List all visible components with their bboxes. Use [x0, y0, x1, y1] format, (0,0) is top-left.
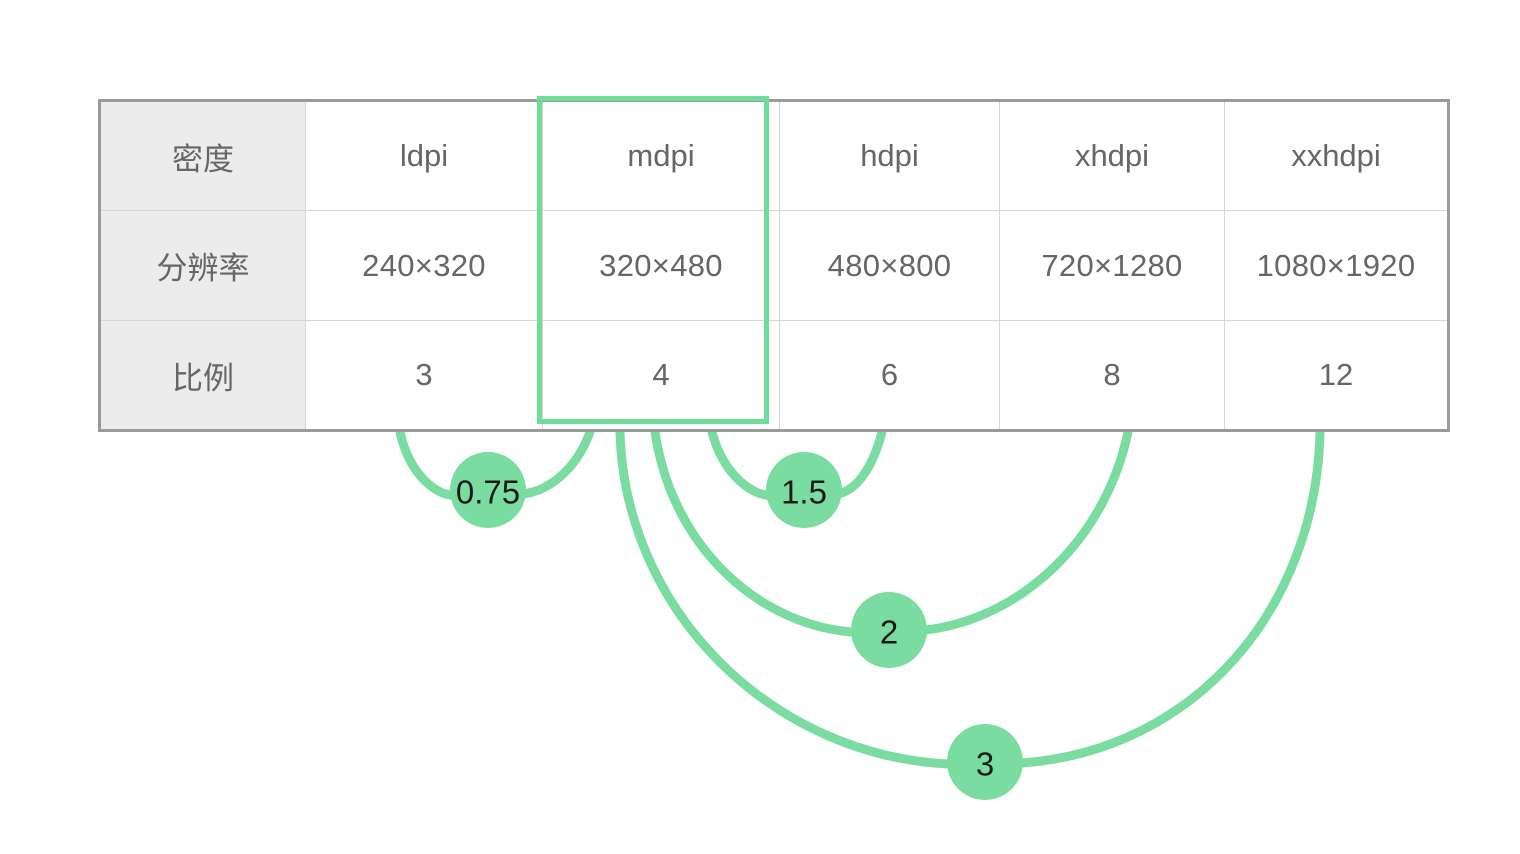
cell-ratio-ldpi: 3 [305, 320, 543, 431]
cell-density-xhdpi: xhdpi [999, 100, 1225, 211]
cell-resolution-xxhdpi: 1080×1920 [1224, 210, 1449, 321]
arc-bubble-2: 2 [851, 592, 927, 668]
arc-bubble-label-2: 2 [880, 614, 898, 651]
row-label-density: 密度 [99, 100, 306, 211]
cell-resolution-ldpi: 240×320 [305, 210, 543, 321]
cell-density-ldpi: ldpi [305, 100, 543, 211]
cell-resolution-mdpi: 320×480 [542, 210, 780, 321]
arc-bubble-label-0-75: 0.75 [456, 474, 520, 511]
table-row-density: 密度 ldpi mdpi hdpi xhdpi xxhdpi [99, 100, 1449, 211]
arc-path-3-left [615, 427, 953, 769]
cell-ratio-hdpi: 6 [779, 320, 1000, 431]
arc-path-0-75-left [395, 427, 460, 500]
arc-path-1-5-right [833, 427, 887, 499]
cell-density-xxhdpi: xxhdpi [1224, 100, 1449, 211]
cell-density-hdpi: hdpi [779, 100, 1000, 211]
cell-ratio-xxhdpi: 12 [1224, 320, 1449, 431]
cell-resolution-xhdpi: 720×1280 [999, 210, 1225, 321]
arc-path-2-right [921, 427, 1133, 635]
arc-bubble-label-1-5: 1.5 [781, 474, 827, 511]
arc-path-3-right [1017, 427, 1325, 768]
cell-ratio-xhdpi: 8 [999, 320, 1225, 431]
arc-path-1-5-left [707, 427, 776, 500]
row-label-resolution: 分辨率 [99, 210, 306, 321]
table-row-resolution: 分辨率 240×320 320×480 480×800 720×1280 108… [99, 210, 1449, 321]
table-row-ratio: 比例 3 4 6 8 12 [99, 320, 1449, 431]
density-table: 密度 ldpi mdpi hdpi xhdpi xxhdpi 分辨率 240×3… [98, 99, 1450, 432]
arc-bubble-0-75: 0.75 [450, 452, 526, 528]
arc-path-2-left [650, 427, 857, 637]
arc-path-0-75-right [517, 427, 595, 499]
cell-resolution-hdpi: 480×800 [779, 210, 1000, 321]
arc-bubble-1-5: 1.5 [766, 452, 842, 528]
cell-ratio-mdpi: 4 [542, 320, 780, 431]
arc-bubble-label-3: 3 [976, 746, 994, 783]
cell-density-mdpi: mdpi [542, 100, 780, 211]
arc-bubble-3: 3 [947, 724, 1023, 800]
row-label-ratio: 比例 [99, 320, 306, 431]
